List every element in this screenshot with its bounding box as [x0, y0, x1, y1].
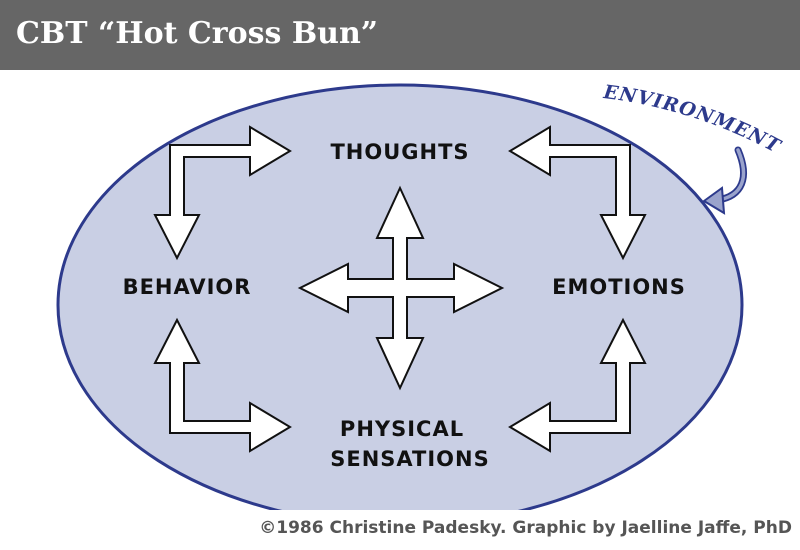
copyright-credit: ©1986 Christine Padesky. Graphic by Jael… [259, 518, 792, 538]
hot-cross-bun-diagram: ENVIRONMENT THOUGHTS BEHAVIOR EMOTIONS P… [56, 81, 784, 510]
behavior-thoughts-arrow [153, 125, 292, 261]
thoughts-emotions-arrow [508, 125, 647, 261]
physical-label-line1: PHYSICAL [340, 417, 464, 441]
behavior-label: BEHAVIOR [123, 275, 252, 299]
center-cross-arrow [297, 185, 505, 391]
page-title: CBT “Hot Cross Bun” [16, 16, 379, 51]
emotions-physical-arrow [508, 317, 647, 453]
physical-label-line2: SENSATIONS [330, 447, 489, 471]
title-bar: CBT “Hot Cross Bun” [0, 0, 800, 70]
emotions-label: EMOTIONS [552, 275, 686, 299]
behavior-physical-arrow [153, 317, 292, 453]
environment-pointer-arrow [702, 146, 747, 215]
thoughts-label: THOUGHTS [330, 140, 469, 164]
